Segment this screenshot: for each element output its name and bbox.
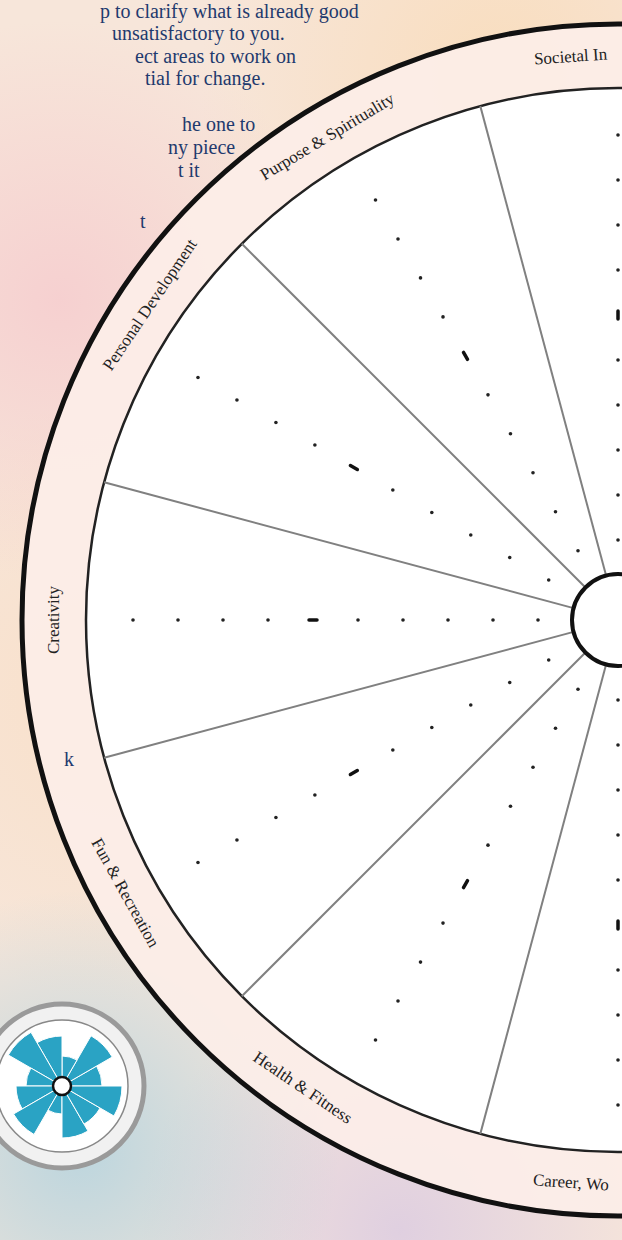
scale-dot bbox=[616, 403, 620, 407]
scale-dot bbox=[235, 398, 239, 402]
scale-dash bbox=[616, 921, 620, 929]
scale-dash bbox=[616, 311, 620, 319]
scale-dot bbox=[616, 698, 620, 702]
scale-dot bbox=[196, 861, 200, 865]
scale-dot bbox=[616, 833, 620, 837]
scale-dot bbox=[196, 376, 200, 380]
scale-dot bbox=[396, 237, 400, 241]
thumb-wedge bbox=[14, 1086, 62, 1134]
spoke-line bbox=[480, 664, 606, 1133]
segment-label: Creativity bbox=[44, 586, 64, 654]
scale-dot bbox=[235, 838, 239, 842]
scale-dot bbox=[396, 999, 400, 1003]
text-fragment: he one to bbox=[182, 113, 255, 135]
scale-dot bbox=[469, 703, 473, 707]
scale-dot bbox=[616, 788, 620, 792]
scale-dot bbox=[531, 765, 535, 769]
scale-dot bbox=[576, 549, 580, 553]
scale-dot bbox=[616, 878, 620, 882]
thumb-hub bbox=[53, 1077, 71, 1095]
scale-dot bbox=[616, 178, 620, 182]
thumb-rim bbox=[0, 1004, 144, 1168]
scale-dot bbox=[509, 804, 513, 808]
scale-dot bbox=[616, 493, 620, 497]
text-fragment: p to clarify what is already good bbox=[100, 0, 359, 22]
scale-dot bbox=[616, 268, 620, 272]
thumb-wedge bbox=[8, 1032, 62, 1086]
scale-dot bbox=[616, 448, 620, 452]
scale-dot bbox=[221, 618, 225, 622]
spoke-line bbox=[104, 482, 573, 608]
scale-dot bbox=[374, 1038, 378, 1042]
scale-dot bbox=[547, 578, 551, 582]
scale-dot bbox=[176, 618, 180, 622]
scale-dot bbox=[616, 358, 620, 362]
scale-dot bbox=[616, 223, 620, 227]
scale-dot bbox=[616, 1058, 620, 1062]
scale-dot bbox=[441, 921, 445, 925]
text-fragment: k bbox=[64, 748, 74, 770]
scale-dot bbox=[616, 968, 620, 972]
scale-dash bbox=[350, 466, 357, 470]
scale-dot bbox=[616, 133, 620, 137]
scale-dot bbox=[508, 681, 512, 685]
scale-dot bbox=[616, 1013, 620, 1017]
scale-dot bbox=[536, 618, 540, 622]
scale-dot bbox=[430, 511, 434, 515]
scale-dot bbox=[131, 618, 135, 622]
text-fragment: t bbox=[140, 210, 146, 232]
hub-circle bbox=[572, 574, 622, 666]
scale-dot bbox=[554, 726, 558, 730]
scale-dot bbox=[274, 421, 278, 425]
scale-dot bbox=[266, 618, 270, 622]
scale-dot bbox=[441, 315, 445, 319]
scale-dash bbox=[464, 881, 468, 888]
text-fragment: unsatisfactory to you. bbox=[112, 22, 285, 44]
scale-dot bbox=[508, 556, 512, 560]
scale-dot bbox=[430, 726, 434, 730]
scale-dot bbox=[531, 471, 535, 475]
scale-dot bbox=[391, 488, 395, 492]
scale-dot bbox=[486, 843, 490, 847]
scale-dot bbox=[356, 618, 360, 622]
spoke-line bbox=[104, 632, 573, 758]
thumb-disc bbox=[0, 1020, 128, 1152]
text-fragment: ny piece bbox=[168, 136, 235, 158]
scale-dot bbox=[616, 538, 620, 542]
scale-dash bbox=[309, 618, 317, 622]
scale-dot bbox=[554, 510, 558, 514]
thumbnail-wheel bbox=[0, 1004, 144, 1168]
spoke-line bbox=[480, 106, 606, 575]
scale-dot bbox=[486, 393, 490, 397]
scale-dot bbox=[313, 443, 317, 447]
scale-dash bbox=[350, 771, 357, 775]
scale-dots bbox=[131, 133, 622, 1107]
scale-dot bbox=[491, 618, 495, 622]
text-fragment: tial for change. bbox=[145, 67, 266, 89]
scale-dot bbox=[391, 748, 395, 752]
scale-dot bbox=[313, 793, 317, 797]
scale-dot bbox=[374, 198, 378, 202]
scale-dot bbox=[419, 960, 423, 964]
scale-dot bbox=[547, 658, 551, 662]
scale-dot bbox=[616, 1103, 620, 1107]
scale-dot bbox=[576, 687, 580, 691]
scale-dot bbox=[446, 618, 450, 622]
scale-dot bbox=[509, 432, 513, 436]
spoke-line bbox=[242, 244, 586, 588]
scale-dot bbox=[616, 743, 620, 747]
scale-dash bbox=[464, 352, 468, 359]
spoke-line bbox=[242, 653, 586, 997]
thumb-wedges bbox=[8, 1032, 122, 1138]
inner-disc bbox=[86, 88, 622, 1152]
scale-dot bbox=[274, 816, 278, 820]
thumb-wedge bbox=[62, 1036, 112, 1086]
text-fragment: t it bbox=[178, 159, 200, 181]
scale-dot bbox=[469, 533, 473, 537]
scale-dot bbox=[401, 618, 405, 622]
text-fragment: ect areas to work on bbox=[135, 45, 296, 67]
scale-dot bbox=[419, 276, 423, 280]
